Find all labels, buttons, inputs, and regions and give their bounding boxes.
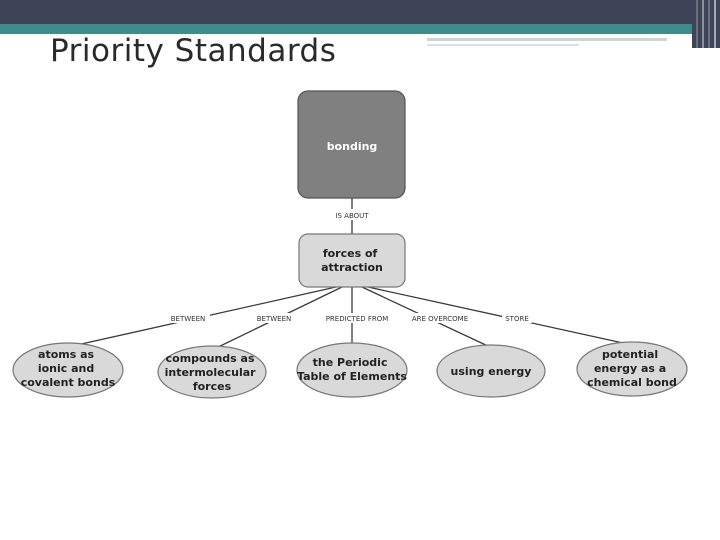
leaf-5-line-1: potential: [602, 348, 658, 361]
leaf-2-line-2: intermolecular: [165, 366, 257, 379]
svg-text:potential energy as a: potential energy as a chemical bond: [587, 348, 677, 389]
leaf-1-line-1: atoms as: [38, 348, 95, 361]
header-band: [0, 0, 720, 24]
svg-text:forces of attraction: forces of attraction: [321, 247, 383, 274]
leaf-1-line-2: ionic and: [38, 362, 94, 375]
title-rule: [427, 38, 667, 41]
leaf-3-line-2: Table of Elements: [297, 370, 407, 383]
svg-text:the Periodic Table of El: the Periodic Table of Elements: [297, 356, 407, 383]
leaf-2-line-3: forces: [193, 380, 232, 393]
leaf-3-line-1: the Periodic: [313, 356, 388, 369]
hub-label-line-1: forces of: [323, 247, 378, 260]
concept-node-potential-energy: potential energy as a chemical bond: [576, 341, 688, 397]
concept-node-periodic-table: the Periodic Table of Elements: [296, 342, 408, 398]
svg-text:using energy: using energy: [451, 365, 532, 378]
leaf-4-line-1: using energy: [451, 365, 532, 378]
svg-text:atoms as ionic and: atoms as ionic and covalent bonds: [21, 348, 116, 389]
link-label-predicted-from: PREDICTED FROM: [326, 315, 389, 323]
link-label-are-overcome: ARE OVERCOME: [412, 315, 468, 323]
page-title: Priority Standards: [50, 33, 337, 69]
leaf-5-line-2: energy as a: [594, 362, 666, 375]
link-label-store: STORE: [505, 315, 529, 323]
link-label-between-1: BETWEEN: [171, 315, 206, 323]
corner-decoration: [692, 0, 720, 48]
accent-band: [0, 24, 720, 34]
leaf-5-line-3: chemical bond: [587, 376, 677, 389]
link-label-is-about: IS ABOUT: [335, 212, 369, 220]
root-label: bonding: [327, 140, 378, 153]
title-rule-short: [427, 44, 579, 46]
svg-text:compounds as intermolecu: compounds as intermolecular forces: [165, 352, 260, 393]
leaf-1-line-3: covalent bonds: [21, 376, 116, 389]
concept-node-forces-of-attraction: forces of attraction: [298, 233, 406, 288]
link-label-between-2: BETWEEN: [257, 315, 292, 323]
concept-node-atoms: atoms as ionic and covalent bonds: [12, 342, 124, 398]
concept-node-compounds: compounds as intermolecular forces: [157, 345, 267, 399]
hub-label-line-2: attraction: [321, 261, 383, 274]
leaf-2-line-1: compounds as: [166, 352, 255, 365]
concept-node-root: bonding: [297, 90, 406, 199]
link-labels: BETWEEN BETWEEN PREDICTED FROM ARE OVERC…: [166, 313, 532, 323]
concept-node-using-energy: using energy: [436, 344, 546, 398]
